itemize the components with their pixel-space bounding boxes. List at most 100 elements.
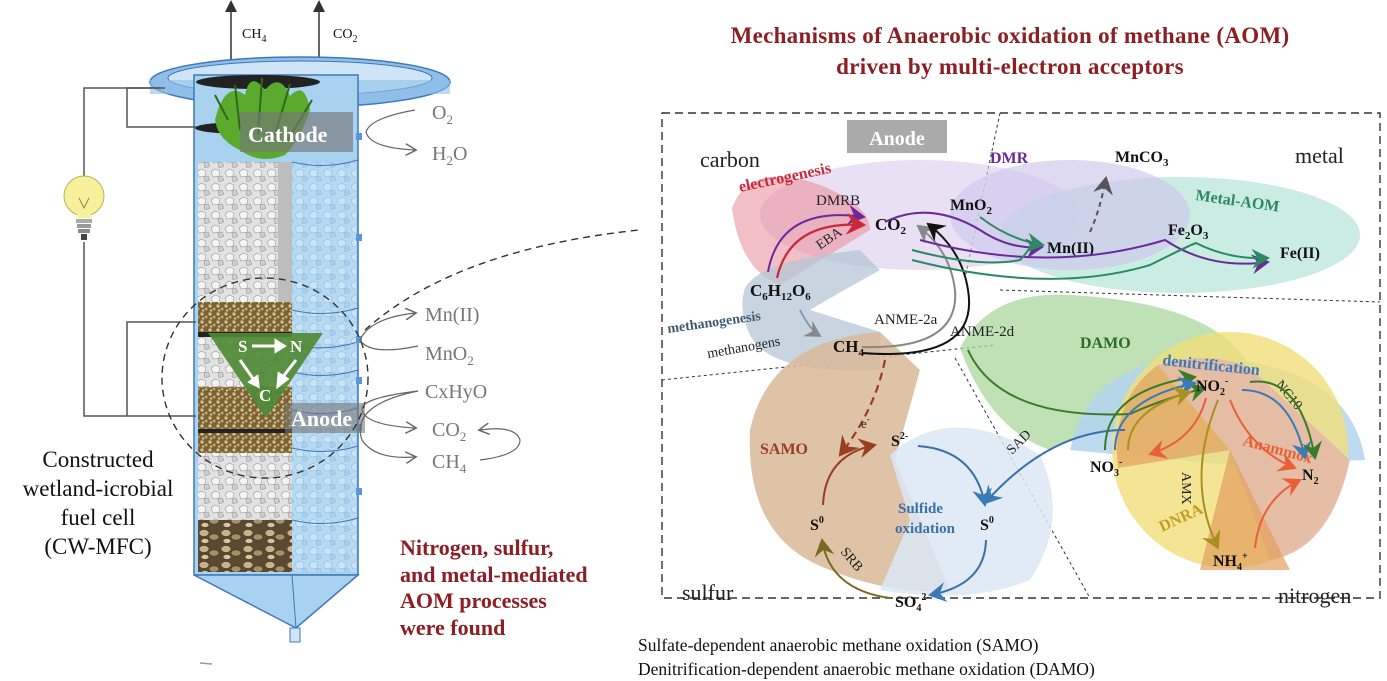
fe-ii-label: Fe(II) bbox=[1280, 245, 1320, 262]
anode-zone-highlight bbox=[161, 277, 369, 479]
no3-to-no2-dnra-arrow bbox=[1127, 386, 1192, 451]
ch4-out-label: CH4 bbox=[242, 27, 266, 45]
divider-sulfur-nitrogen bbox=[954, 357, 1091, 599]
so4-label: SO42- bbox=[895, 592, 930, 614]
reactor-name-line: Constructed bbox=[42, 447, 154, 472]
caption-damo: Denitrification-dependent anaerobic meth… bbox=[638, 659, 1095, 679]
reactor-name-line: (CW-MFC) bbox=[44, 534, 152, 559]
no2-to-n2-anammox-arrow bbox=[1229, 399, 1297, 472]
s0-right-label: S0 bbox=[980, 515, 994, 534]
amx-label: AMX bbox=[1178, 472, 1193, 505]
key-finding-line: and metal-mediated bbox=[400, 561, 588, 587]
methanogens-arrow bbox=[799, 309, 822, 337]
cathode-label: Cathode bbox=[248, 122, 328, 147]
figure-title-line-2: driven by multi-electron acceptors bbox=[836, 54, 1184, 79]
triangle-arrows bbox=[238, 338, 298, 390]
abbreviation-captions: Sulfate-dependent anaerobic methane oxid… bbox=[638, 633, 1095, 681]
dmr-fe-arrow bbox=[919, 238, 1270, 275]
dmrb-label: DMRB bbox=[816, 193, 860, 209]
cathode-io-arrow bbox=[365, 109, 415, 150]
h2o-label: H2O bbox=[432, 143, 467, 168]
samo-arrow bbox=[822, 438, 877, 506]
no2-to-n2-denitrification-arrow bbox=[1241, 389, 1312, 460]
anode-io-arrows bbox=[359, 313, 521, 460]
sulfide-oxidation-label-1: Sulfide bbox=[898, 501, 943, 517]
methanogens-label: methanogens bbox=[706, 334, 781, 362]
triangle-c-label: C bbox=[259, 386, 271, 405]
electron-label: e- bbox=[861, 414, 870, 431]
quadrant-metal-label: metal bbox=[1295, 143, 1344, 168]
samo-zone bbox=[749, 332, 950, 591]
triangle-n-label: N bbox=[290, 337, 303, 356]
dmr-label: DMR bbox=[990, 150, 1029, 167]
s2-label: S2- bbox=[891, 431, 908, 450]
no2-to-nh4-arrow bbox=[1200, 399, 1221, 550]
quadrant-carbon-label: carbon bbox=[700, 147, 760, 172]
anode-plate-bottom bbox=[198, 429, 292, 433]
gravel-layer-top bbox=[198, 162, 278, 302]
sulfide-oxidation-arrow-2 bbox=[928, 539, 987, 602]
sulfide-oxidation-arrow-1 bbox=[917, 445, 992, 507]
ch4-label: CH4 bbox=[833, 337, 865, 359]
sulfide-oxidation-zone bbox=[880, 427, 1053, 596]
quadrant-nitrogen-label: nitrogen bbox=[1278, 583, 1351, 608]
anode-badge bbox=[847, 120, 947, 153]
damo-label: DAMO bbox=[1080, 335, 1131, 352]
samo-label: SAMO bbox=[760, 441, 808, 458]
diagram-border bbox=[661, 112, 1381, 599]
sand-layer-1 bbox=[198, 302, 292, 332]
anode-co2-label: CO2 bbox=[432, 419, 466, 444]
external-circuit bbox=[83, 87, 196, 417]
anme-2d-arrow bbox=[861, 222, 971, 355]
anode-badge-label: Anode bbox=[869, 128, 925, 150]
co2-out-label: CO2 bbox=[333, 27, 357, 45]
zoom-connector bbox=[364, 229, 640, 331]
mno2-label: MnO2 bbox=[950, 197, 992, 217]
figure-title: Mechanisms of Anaerobic oxidation of met… bbox=[640, 20, 1380, 82]
no2-to-no3-arrow bbox=[1148, 397, 1207, 459]
mn-ii-label: Mn(II) bbox=[1047, 240, 1094, 257]
triangle-s-label: S bbox=[238, 337, 247, 356]
key-finding: Nitrogen, sulfur, and metal-mediated AOM… bbox=[400, 535, 588, 641]
element-cycle-triangle bbox=[208, 333, 323, 418]
anode-ch4-label: CH4 bbox=[432, 451, 467, 476]
mn-ii-label: Mn(II) bbox=[425, 304, 479, 326]
o2-label: O2 bbox=[432, 102, 453, 127]
co2-label: CO2 bbox=[875, 215, 907, 237]
cxhyo-label: CxHyO bbox=[425, 381, 487, 403]
nh4-label: NH4+ bbox=[1213, 551, 1248, 573]
mnco3-arrow bbox=[1089, 176, 1113, 233]
anammox-zone bbox=[1158, 358, 1350, 560]
cw-mfc-reactor-illustration: CH4 CO2 Cathode bbox=[63, 0, 640, 665]
anode-label: Anode bbox=[291, 406, 352, 431]
no3-label: NO3- bbox=[1090, 457, 1122, 479]
eba-arrow bbox=[775, 212, 867, 279]
no2-to-n2-nc10-arrow bbox=[1249, 380, 1322, 460]
metal-aom-arrow bbox=[911, 241, 1270, 280]
mno2-label: MnO2 bbox=[425, 343, 474, 368]
key-finding-line: were found bbox=[400, 614, 506, 640]
srb-arrow bbox=[814, 538, 891, 599]
key-finding-line: AOM processes bbox=[400, 588, 547, 613]
s0-left-label: S0 bbox=[810, 515, 824, 534]
electrogenesis-zone bbox=[732, 176, 870, 285]
anme-2d-label: ANME-2d bbox=[950, 324, 1015, 340]
quadrant-sulfur-label: sulfur bbox=[682, 580, 734, 605]
reactor-name-line: wetland-icrobial bbox=[22, 476, 174, 501]
no2-label: NO2- bbox=[1196, 376, 1228, 398]
methanogenesis-label: methanogenesis bbox=[666, 309, 762, 337]
caption-samo: Sulfate-dependent anaerobic methane oxid… bbox=[638, 635, 1039, 655]
pebble-layer bbox=[198, 520, 292, 572]
divider-carbon-sulfur bbox=[661, 344, 996, 381]
electron-transfer-arrow bbox=[838, 359, 887, 457]
sulfide-oxidation-label-2: oxidation bbox=[895, 521, 956, 537]
glucose-label: C6H12O6 bbox=[750, 281, 811, 303]
aom-mechanism-diagram: Anode carbon metal sulfur nitrogen elect… bbox=[661, 112, 1381, 614]
figure-title-line-1: Mechanisms of Anaerobic oxidation of met… bbox=[730, 23, 1290, 48]
reactor-name: Constructed wetland-icrobial fuel cell (… bbox=[8, 445, 188, 561]
mnco3-label: MnCO3 bbox=[1115, 149, 1169, 169]
n2-label: N2 bbox=[1302, 467, 1319, 487]
no3-to-no2-damo-arrow bbox=[1104, 369, 1197, 451]
reactor-cone bbox=[193, 574, 361, 629]
fe2o3-label: Fe2O3 bbox=[1168, 222, 1209, 242]
